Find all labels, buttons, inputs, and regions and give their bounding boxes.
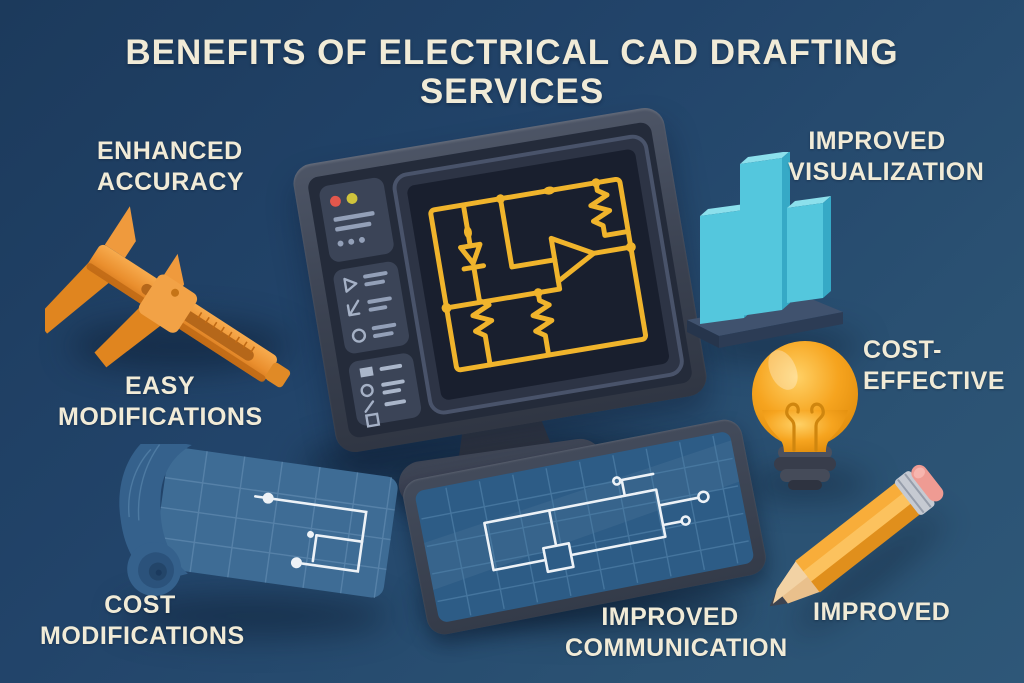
- circle-tool-icon: [351, 328, 367, 343]
- circuit-schematic: [428, 176, 649, 373]
- tablet-blueprint-screen: [415, 432, 754, 622]
- diode-symbol: [458, 241, 483, 266]
- caliper-illustration: [45, 206, 291, 388]
- arrow-tool-icon: [346, 299, 361, 317]
- yellow-dot-icon: [346, 193, 358, 204]
- label-improved-communication: IMPROVED COMMUNICATION: [565, 603, 788, 662]
- label-enhanced-accuracy: ENHANCED ACCURACY: [97, 137, 245, 196]
- monitor-illustration: [290, 104, 710, 456]
- bar-middle: [740, 152, 790, 316]
- play-tool-icon: [343, 277, 358, 293]
- circuit-nodes: [441, 178, 636, 313]
- square-tool-icon: [364, 412, 381, 428]
- cad-application-ui: [319, 134, 684, 428]
- pen-tool-icon: [364, 400, 375, 413]
- light-bulb-illustration: [752, 341, 858, 490]
- blueprint-shadow: [120, 595, 390, 637]
- pencil-ferrule: [894, 471, 935, 515]
- tablet-illustration: [400, 416, 769, 638]
- circle-tool-icon: [360, 383, 374, 398]
- bar-right: [787, 196, 831, 303]
- roll-body: [119, 444, 192, 582]
- bulb-filament: [785, 402, 825, 452]
- resistor-symbol: [530, 290, 555, 358]
- label-improved: IMPROVED: [813, 598, 951, 626]
- red-dot-icon: [330, 195, 341, 207]
- bulb-base: [774, 446, 836, 490]
- blueprint-roll-illustration: [119, 444, 398, 599]
- label-improved-visualization: IMPROVED VISUALIZATION: [788, 127, 985, 186]
- label-cost-modifications: COST MODIFICATIONS: [40, 591, 245, 650]
- bar-chart-illustration: [687, 152, 843, 348]
- schematic-panel: [392, 134, 684, 415]
- sidebar-toolbar: [319, 177, 422, 428]
- page-title: BENEFITS OF ELECTRICAL CAD DRAFTING SERV…: [0, 33, 1024, 111]
- tablet-schematic: [483, 472, 710, 574]
- pencil-body: [795, 482, 921, 593]
- label-easy-modifications: EASY MODIFICATIONS: [58, 372, 263, 431]
- blueprint-schematic: [253, 495, 368, 573]
- monitor-screen: [306, 121, 694, 439]
- resistor-symbol: [588, 180, 631, 238]
- bulb-glass: [752, 341, 858, 452]
- title-line-1: BENEFITS OF ELECTRICAL CAD DRAFTING: [125, 33, 899, 72]
- chart-base: [687, 298, 843, 336]
- op-amp-symbol: [548, 235, 597, 284]
- title-line-2: SERVICES: [419, 72, 605, 111]
- pencil-illustration: [769, 464, 944, 607]
- flag-tool-icon: [359, 366, 374, 378]
- resistor-symbol: [470, 298, 495, 368]
- label-cost-effective: COST- EFFECTIVE: [863, 336, 1006, 395]
